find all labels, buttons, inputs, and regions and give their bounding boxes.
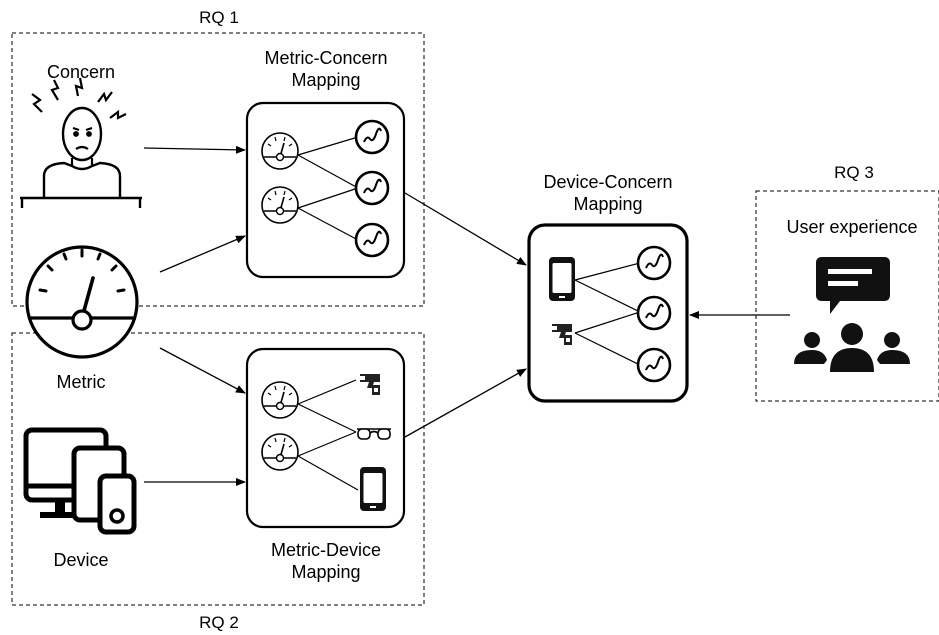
arrow-metric-to-mc — [159, 235, 246, 273]
arrow-metric-to-md — [159, 347, 246, 394]
device-concern-mapping-title-line1: Device-Concern — [543, 172, 672, 192]
devices-icon — [23, 427, 137, 535]
stressed-person-icon — [20, 77, 142, 208]
rq1-label: RQ 1 — [199, 8, 239, 27]
gauge-icon — [25, 245, 139, 359]
concern-label: Concern — [47, 62, 115, 82]
rq3-label: RQ 3 — [834, 163, 874, 182]
concern-node-icon — [636, 347, 672, 383]
user-group-chat-icon — [794, 257, 910, 372]
metric-concern-mapping-links — [297, 136, 359, 241]
rq2-region — [11, 332, 425, 606]
rq2-label: RQ 2 — [199, 613, 239, 632]
gauge-icon — [261, 381, 299, 419]
metric-concern-mapping-title-line2: Mapping — [291, 70, 360, 90]
smartphone-icon — [549, 257, 575, 301]
device-label: Device — [53, 550, 108, 570]
concern-node-icon — [354, 119, 390, 155]
concern-node-icon — [354, 170, 390, 206]
gauge-icon — [261, 132, 299, 170]
metric-device-mapping-title-line2: Mapping — [291, 562, 360, 582]
smartphone-icon — [360, 467, 386, 511]
rq3-region — [755, 190, 939, 402]
concern-node-icon — [354, 222, 390, 258]
user-experience-label: User experience — [786, 217, 917, 237]
metric-label: Metric — [57, 372, 106, 392]
metric-device-mapping-links — [297, 379, 359, 491]
device-concern-mapping-links — [574, 262, 641, 366]
flow-arrows — [143, 145, 790, 486]
metric-concern-mapping-title-line1: Metric-Concern — [264, 48, 387, 68]
arrow-concern-to-mc — [143, 145, 246, 154]
gauge-icon — [261, 433, 299, 471]
concern-node-icon — [636, 295, 672, 331]
gauge-icon — [261, 186, 299, 224]
concern-node-icon — [636, 245, 672, 281]
metric-device-mapping-title-line1: Metric-Device — [271, 540, 381, 560]
arrow-md-to-dc — [404, 368, 527, 438]
device-concern-mapping-title-line2: Mapping — [573, 194, 642, 214]
arrow-mc-to-dc — [404, 192, 527, 266]
rq1-region — [11, 32, 425, 307]
